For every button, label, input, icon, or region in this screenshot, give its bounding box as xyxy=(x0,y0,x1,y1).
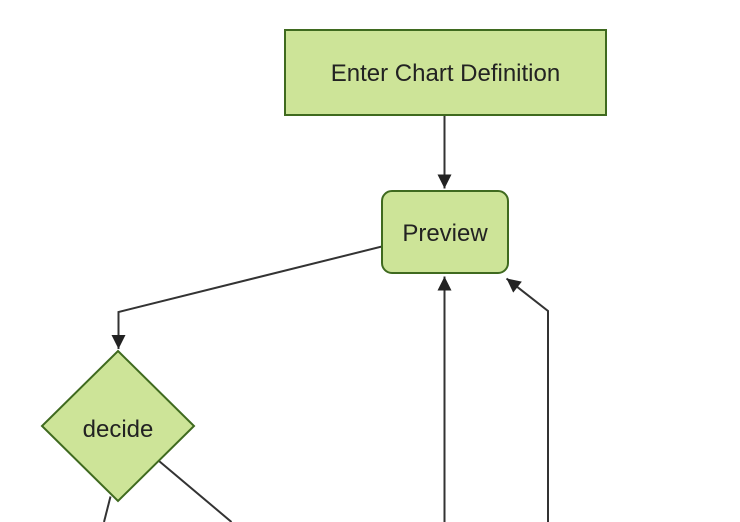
node-preview: Preview xyxy=(381,190,509,274)
enter-chart-definition-label: Enter Chart Definition xyxy=(331,60,560,87)
edges-layer xyxy=(103,115,549,522)
edge-decide-to-offscreen-left xyxy=(103,496,112,522)
preview-box xyxy=(381,190,509,274)
edge-decide-to-offscreen-right xyxy=(158,460,233,522)
decide-diamond xyxy=(40,349,196,503)
node-enter-chart-definition: Enter Chart Definition xyxy=(284,29,607,116)
edge-offscreen-to-preview-corner xyxy=(505,277,549,522)
edge-preview-to-decide xyxy=(111,245,383,349)
decide-label: decide xyxy=(83,416,154,443)
node-decide: decide xyxy=(40,349,196,503)
enter-chart-definition-box xyxy=(284,29,607,116)
nodes-layer: Enter Chart Definition Preview decide xyxy=(40,29,607,503)
preview-label: Preview xyxy=(402,220,488,247)
